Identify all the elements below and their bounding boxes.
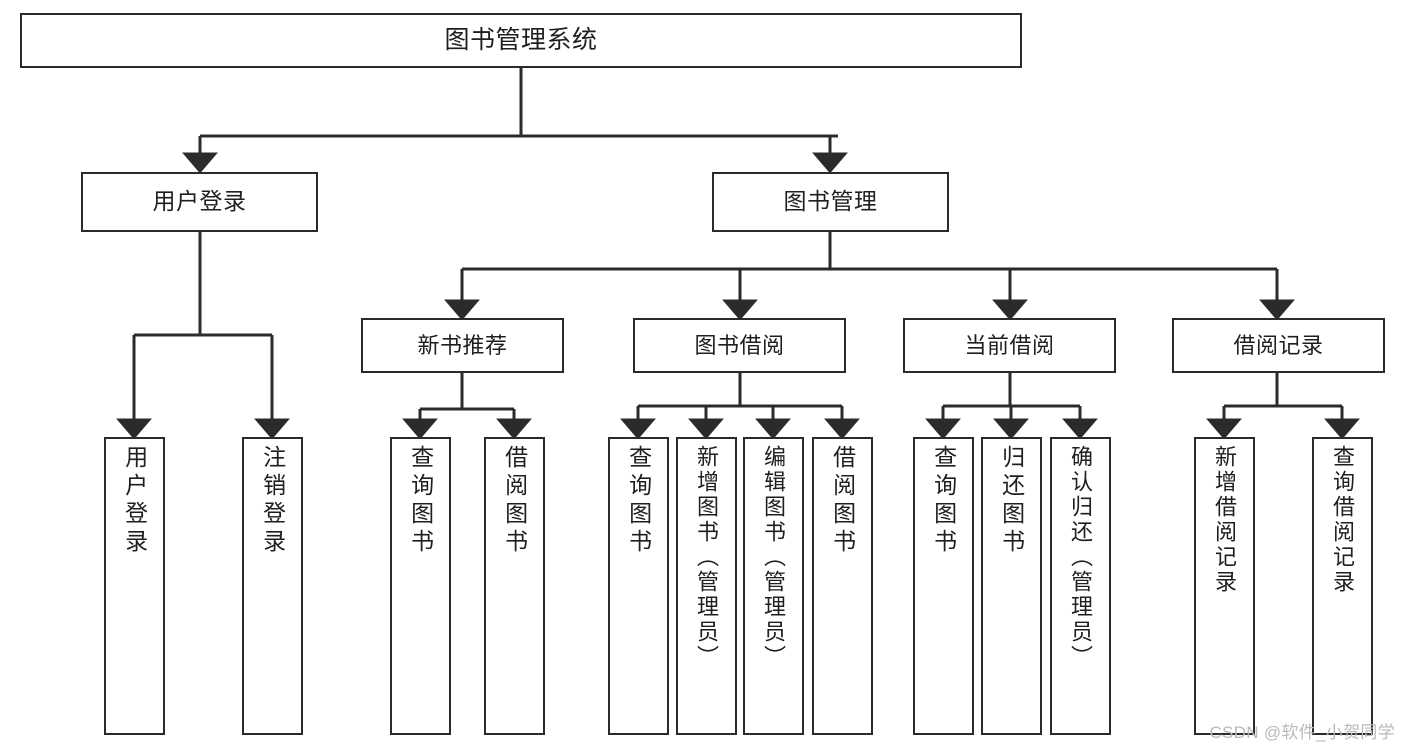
leaf-borrow-book-1-label: 借阅图书 <box>501 445 528 557</box>
node-current-borrow-label: 当前借阅 <box>964 332 1055 358</box>
node-user-login-label: 用户登录 <box>152 188 247 215</box>
edges-currentborrow-to-leaves <box>925 373 1098 440</box>
edges-borrowrecord-to-leaves <box>1206 373 1360 440</box>
node-book-management-label: 图书管理 <box>783 188 878 215</box>
leaf-logout-label: 注销登录 <box>259 445 286 557</box>
leaf-add-record-label: 新增借阅记录 <box>1212 445 1238 595</box>
leaf-return-book-label: 归还图书 <box>998 445 1025 557</box>
leaf-confirm-return[interactable]: 确认归还（管理员） <box>1050 437 1111 735</box>
leaf-add-book[interactable]: 新增图书（管理员） <box>676 437 737 735</box>
leaf-query-book-1-label: 查询图书 <box>407 445 434 557</box>
leaf-query-book-3[interactable]: 查询图书 <box>913 437 974 735</box>
node-current-borrow[interactable]: 当前借阅 <box>903 318 1116 373</box>
leaf-user-login-label: 用户登录 <box>121 445 148 557</box>
edges-root-to-level1 <box>182 68 848 174</box>
node-borrow-record[interactable]: 借阅记录 <box>1172 318 1385 373</box>
leaf-edit-book[interactable]: 编辑图书（管理员） <box>743 437 804 735</box>
leaf-borrow-book-2[interactable]: 借阅图书 <box>812 437 873 735</box>
leaf-logout[interactable]: 注销登录 <box>242 437 303 735</box>
leaf-borrow-book-1[interactable]: 借阅图书 <box>484 437 545 735</box>
edges-newbook-to-leaves <box>402 373 532 440</box>
leaf-user-login[interactable]: 用户登录 <box>104 437 165 735</box>
leaf-query-record-label: 查询借阅记录 <box>1330 445 1356 595</box>
node-root-label: 图书管理系统 <box>444 25 598 54</box>
node-new-book-recommend-label: 新书推荐 <box>417 332 508 358</box>
edges-bookborrow-to-leaves <box>620 373 860 440</box>
leaf-query-book-2-label: 查询图书 <box>625 445 652 557</box>
leaf-add-record[interactable]: 新增借阅记录 <box>1194 437 1255 735</box>
node-new-book-recommend[interactable]: 新书推荐 <box>361 318 564 373</box>
edges-bookmgmt-to-level2 <box>444 232 1295 321</box>
node-user-login[interactable]: 用户登录 <box>81 172 318 232</box>
leaf-query-record[interactable]: 查询借阅记录 <box>1312 437 1373 735</box>
leaf-return-book[interactable]: 归还图书 <box>981 437 1042 735</box>
leaf-borrow-book-2-label: 借阅图书 <box>829 445 856 557</box>
watermark: CSDN @软件_小贺同学 <box>1209 723 1395 742</box>
leaf-confirm-return-label: 确认归还（管理员） <box>1068 445 1094 670</box>
leaf-add-book-label: 新增图书（管理员） <box>694 445 720 670</box>
leaf-query-book-3-label: 查询图书 <box>930 445 957 557</box>
leaf-query-book-2[interactable]: 查询图书 <box>608 437 669 735</box>
node-book-borrow-label: 图书借阅 <box>694 332 785 358</box>
node-book-management[interactable]: 图书管理 <box>712 172 949 232</box>
node-book-borrow[interactable]: 图书借阅 <box>633 318 846 373</box>
node-borrow-record-label: 借阅记录 <box>1233 332 1324 358</box>
edges-userlogin-to-leaves <box>116 232 290 440</box>
node-root[interactable]: 图书管理系统 <box>20 13 1022 68</box>
leaf-query-book-1[interactable]: 查询图书 <box>390 437 451 735</box>
leaf-edit-book-label: 编辑图书（管理员） <box>761 445 787 670</box>
